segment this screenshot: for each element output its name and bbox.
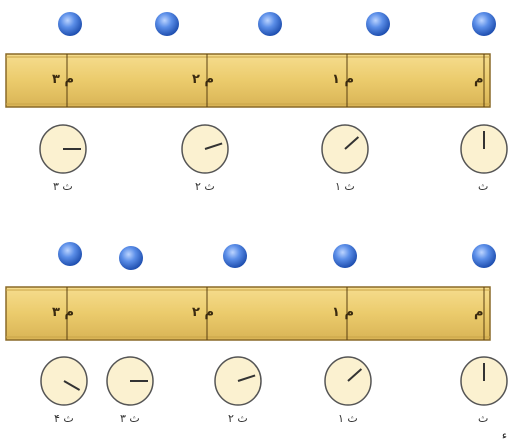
top-ball-3: [155, 12, 179, 36]
bottom-ball-3: [223, 244, 247, 268]
bottom-point-label-3: م ۳: [52, 305, 74, 320]
top-point-label-1: م ۱: [332, 72, 354, 87]
bottom-clock-3: [106, 356, 154, 406]
top-ball-0: [472, 12, 496, 36]
bottom-ball-5: [58, 242, 82, 266]
top-clock-label-1: ۱ ث: [335, 180, 355, 193]
top-clock-label-2: ۲ ث: [195, 180, 215, 193]
corner-mark: ء: [501, 429, 507, 442]
bottom-clock-label-2: ۲ ث: [228, 412, 248, 425]
bottom-clock-label-4: ۴ ث: [54, 412, 74, 425]
top-point-label-2: م ۲: [192, 72, 214, 87]
top-clock-label-0: ث: [478, 180, 489, 193]
top-clock-label-3: ۳ ث: [53, 180, 73, 193]
bottom-ball-2: [333, 244, 357, 268]
top-point-label-0: م: [474, 72, 484, 87]
top-ball-2: [258, 12, 282, 36]
bottom-ball-1: [472, 244, 496, 268]
top-clock-1: [321, 124, 369, 174]
top-section: [5, 12, 508, 174]
bottom-clock-2: [214, 356, 262, 406]
top-ball-1: [366, 12, 390, 36]
bottom-point-label-0: م: [474, 305, 484, 320]
bottom-point-label-1: م ۱: [332, 305, 354, 320]
bottom-clock-0: [460, 356, 508, 406]
bottom-ball-4: [119, 246, 143, 270]
top-track: [5, 53, 491, 108]
top-clock-0: [460, 124, 508, 174]
top-clock-3: [39, 124, 87, 174]
bottom-track: [5, 286, 491, 341]
bottom-section: [5, 242, 508, 406]
bottom-clock-label-1: ۱ ث: [338, 412, 358, 425]
bottom-clock-label-0: ث: [478, 412, 489, 425]
top-clock-2: [181, 124, 229, 174]
top-ball-4: [58, 12, 82, 36]
bottom-clock-4: [40, 356, 88, 406]
bottom-clock-1: [324, 356, 372, 406]
bottom-clock-label-3: ۳ ث: [120, 412, 140, 425]
top-point-label-3: م ۳: [52, 72, 74, 87]
bottom-point-label-2: م ۲: [192, 305, 214, 320]
